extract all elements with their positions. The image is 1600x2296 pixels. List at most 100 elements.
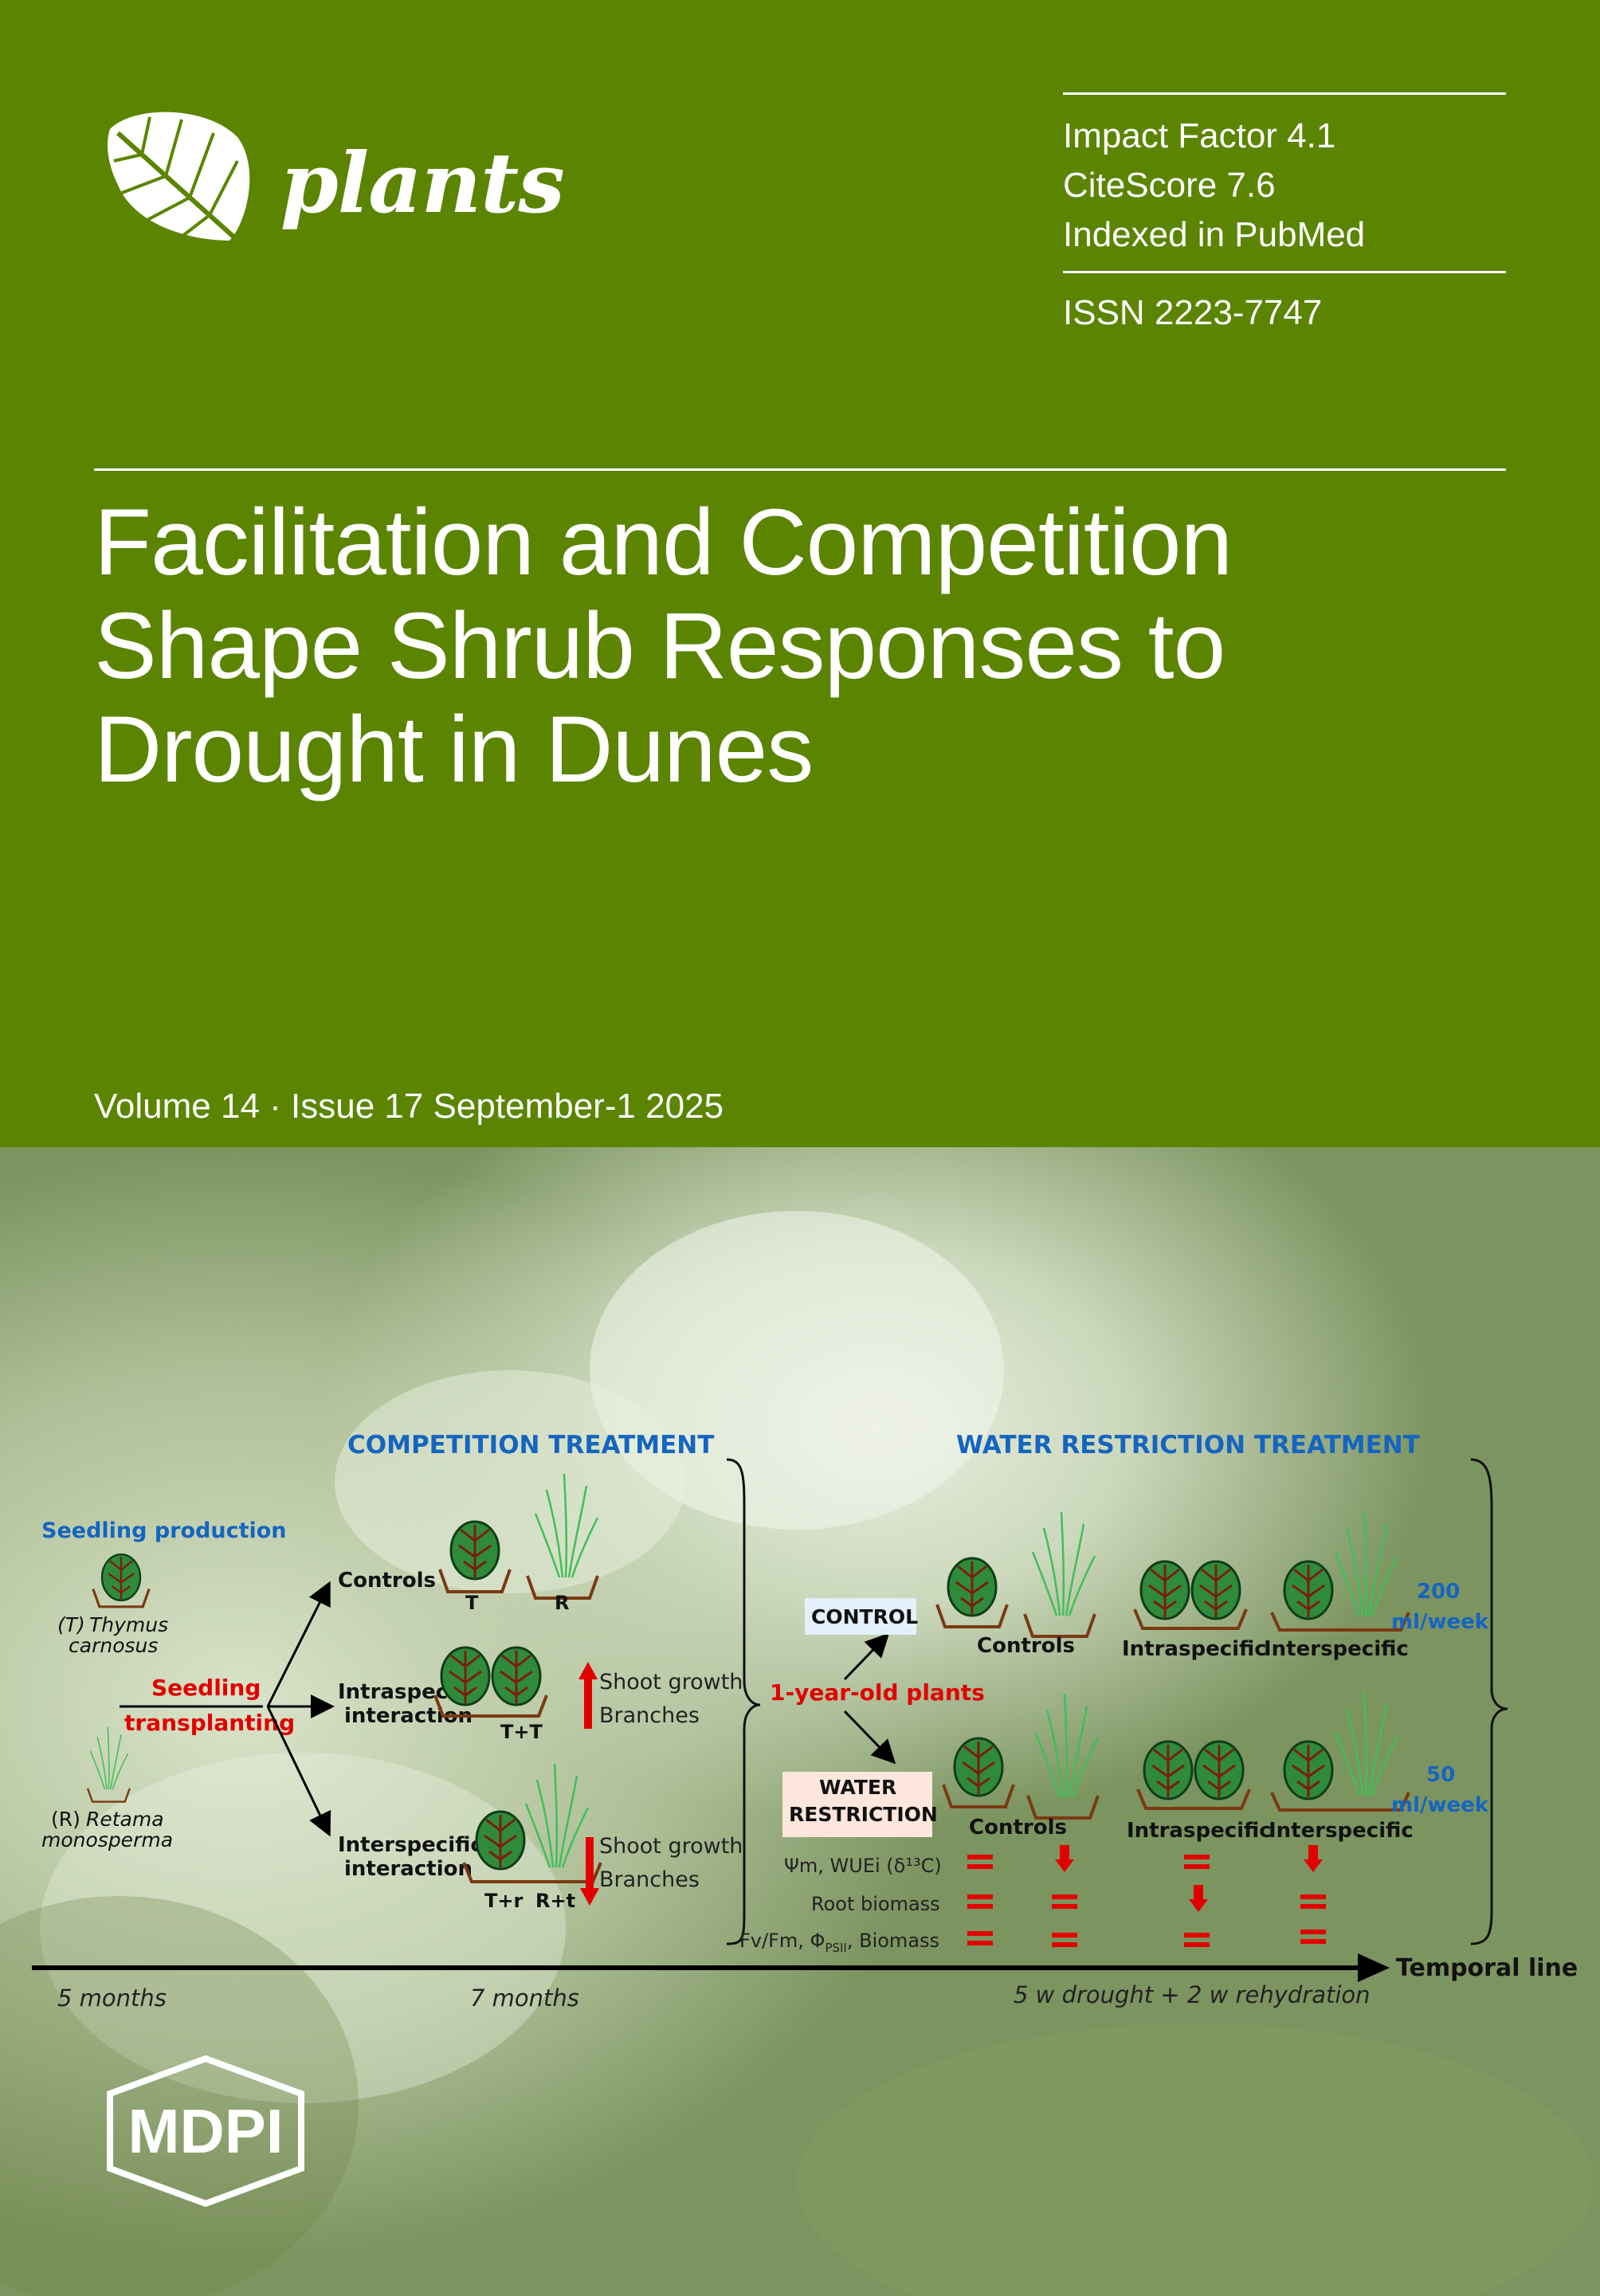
retama-name-2: monosperma	[41, 1828, 173, 1851]
arrow-to-control	[843, 1632, 890, 1681]
branches-down: Branches	[599, 1867, 700, 1892]
thymus-name-2: carnosus	[69, 1634, 158, 1657]
thymus-code: (T)	[57, 1613, 85, 1636]
wr-control-retama-icon	[1023, 1510, 1096, 1638]
left-brace	[726, 1458, 761, 1945]
retama-code: (R)	[51, 1808, 80, 1831]
equal-icon	[967, 1864, 993, 1869]
journal-metrics: Impact Factor 4.1 CiteScore 7.6 Indexed …	[1063, 112, 1365, 260]
intraspecific-pot-icon	[433, 1646, 548, 1718]
ml-200-b: ml/week	[1391, 1610, 1489, 1634]
time-7-months: 7 months	[470, 1985, 579, 2012]
wr-interspecific-icon	[1270, 1510, 1410, 1632]
equal-icon	[1052, 1894, 1077, 1899]
water-restriction-box	[782, 1772, 932, 1837]
retama-seedling-icon	[86, 1726, 131, 1803]
title-line-1: Facilitation and Competition	[94, 490, 1233, 595]
leaf-logo-icon	[102, 105, 261, 249]
shoot-growth-down: Shoot growth	[599, 1834, 743, 1859]
time-5-months: 5 months	[57, 1985, 167, 2012]
arrow-to-controls	[266, 1581, 331, 1707]
variable-3: Fv/Fm, ΦPSII, Biomass	[739, 1930, 939, 1955]
shoot-growth-up: Shoot growth	[599, 1670, 743, 1695]
variable-3-main: Fv/Fm, Φ	[739, 1930, 825, 1952]
equal-icon	[1300, 1939, 1326, 1944]
equal-icon	[1300, 1894, 1326, 1899]
seedling-production-label: Seedling production	[41, 1518, 287, 1543]
thymus-seedling-icon	[92, 1553, 151, 1608]
wr-restricted-intraspecific-icon	[1136, 1740, 1251, 1810]
wr-restricted-thymus-icon	[942, 1737, 1015, 1808]
volume-issue: Volume 14 · Issue 17 September-1 2025	[94, 1087, 724, 1126]
water-box-label-2: RESTRICTION	[789, 1803, 938, 1826]
top-rule-2	[1063, 271, 1506, 273]
water-box-label-1: WATER	[819, 1776, 896, 1799]
ml-50-b: ml/week	[1391, 1793, 1489, 1817]
col-interspecific-bottom: Interspecific	[1269, 1819, 1414, 1843]
equal-icon	[1052, 1933, 1077, 1937]
title-line-2: Shape Shrub Responses to	[94, 594, 1225, 699]
interspecific-pot-icon	[462, 1762, 602, 1883]
cover-photo-background	[0, 1147, 1600, 2296]
retama-name-1: Retama	[86, 1808, 164, 1831]
equal-icon	[967, 1904, 993, 1909]
arrow-to-interspecific	[266, 1706, 331, 1837]
citescore: CiteScore 7.6	[1063, 166, 1276, 205]
col-interspecific-top: Interspecific	[1264, 1637, 1409, 1661]
equal-icon	[967, 1941, 993, 1945]
temporal-line-label: Temporal line	[1396, 1954, 1578, 1982]
title-rule	[94, 468, 1506, 471]
label-r-plus-t: R+t	[535, 1890, 575, 1912]
equal-icon	[1300, 1904, 1326, 1909]
ml-50-a: 50	[1426, 1763, 1455, 1787]
col-intraspecific-top: Intraspecific	[1122, 1637, 1267, 1661]
temporal-arrowhead-icon	[1358, 1953, 1390, 1982]
cover-title: Facilitation and Competition Shape Shrub…	[94, 491, 1528, 801]
equal-icon	[1184, 1855, 1210, 1859]
down-arrow-icon	[1060, 1845, 1069, 1861]
arrow-to-water-restriction	[843, 1710, 896, 1765]
water-restriction-title: WATER RESTRICTION TREATMENT	[956, 1431, 1420, 1459]
increase-arrowhead-icon	[578, 1662, 598, 1679]
impact-factor: Impact Factor 4.1	[1063, 116, 1336, 155]
equal-icon	[1052, 1904, 1077, 1909]
control-box-label: CONTROL	[811, 1605, 918, 1628]
seedling-transplanting-1: Seedling	[151, 1675, 261, 1701]
journal-name: plants	[280, 134, 565, 232]
experiment-diagram: Seedling production (T) Thymus carnosus …	[32, 1431, 1578, 2012]
equal-icon	[967, 1931, 993, 1936]
indexed-in: Indexed in PubMed	[1063, 215, 1366, 254]
hexagon-logo-icon	[107, 2055, 304, 2208]
publisher-logo: MDPI	[86, 2055, 325, 2208]
down-arrow-icon	[1308, 1845, 1318, 1861]
right-brace	[1470, 1458, 1508, 1945]
equal-icon	[1300, 1930, 1326, 1934]
equal-icon	[1184, 1933, 1210, 1937]
down-arrowhead-icon	[1304, 1859, 1323, 1872]
thymus-name-1: Thymus	[89, 1613, 168, 1636]
ml-200-a: 200	[1417, 1580, 1460, 1604]
branches-up: Branches	[599, 1703, 700, 1728]
controls-label: Controls	[338, 1569, 436, 1593]
label-t: T	[465, 1592, 479, 1614]
equal-icon	[967, 1855, 993, 1859]
results-grid	[967, 1845, 1326, 1947]
equal-icon	[967, 1894, 993, 1899]
seedling-transplanting-2: transplanting	[124, 1710, 295, 1736]
control-thymus-pot-icon	[438, 1520, 512, 1593]
variable-3-end: , Biomass	[847, 1930, 939, 1952]
down-arrow-icon	[1194, 1885, 1203, 1901]
control-box	[805, 1598, 916, 1635]
publisher-name: MDPI	[128, 2096, 284, 2166]
one-year-old-plants: 1-year-old plants	[770, 1679, 985, 1706]
decrease-arrowhead-icon	[580, 1888, 599, 1906]
col-controls-bottom: Controls	[969, 1816, 1067, 1840]
equal-icon	[1184, 1942, 1210, 1947]
label-t-plus-r: T+r	[484, 1890, 523, 1912]
down-arrowhead-icon	[1189, 1899, 1208, 1912]
col-intraspecific-bottom: Intraspecific	[1127, 1819, 1272, 1843]
label-t-plus-t: T+T	[500, 1721, 543, 1743]
title-line-3: Drought in Dunes	[94, 697, 814, 802]
wr-restricted-interspecific-icon	[1270, 1691, 1410, 1812]
interspecific-interaction-1: Interspecific	[338, 1833, 483, 1857]
